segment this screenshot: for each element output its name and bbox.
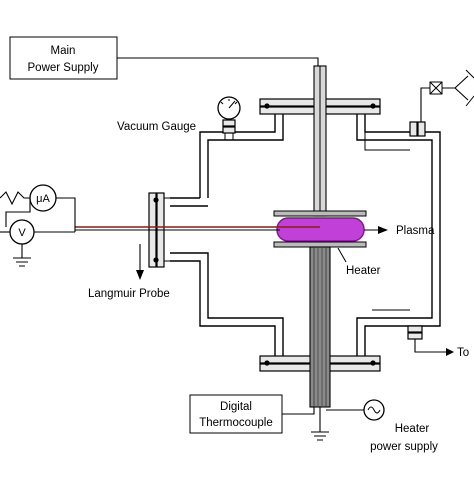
heater-power-label-line2: power supply [370,441,438,453]
center-electrode [273,65,367,217]
pump-arrow-icon [446,348,454,356]
chamber-outer-wall-top-right [364,112,441,198]
plasma-region [276,217,365,242]
digital-thermocouple-box: Digital Thermocouple [189,394,315,434]
vacuum-gauge: Vacuum Gauge [117,96,241,140]
digital-thermocouple-label-line1: Digital [220,401,252,413]
heater-annotation: Heater [337,247,381,277]
langmuir-probe-annotation: Langmuir Probe [88,244,170,300]
plasma-annotation: Plasma [364,225,435,237]
upper-right-fitting-b [417,121,426,137]
chamber-inner-wall-top-left [207,112,284,198]
gas-inlet-outline [465,69,474,107]
to-pump-label: To [457,347,469,359]
main-power-wire [117,57,319,68]
plasma-label: Plasma [396,225,435,237]
vacuum-gauge-fitting-bottom [222,126,236,134]
circuit-ground-symbol [13,257,31,267]
circuit-resistor-icon [0,191,30,206]
upper-right-fitting-a [409,121,418,137]
digital-thermocouple-label-line2: Thermocouple [199,417,273,429]
heater-ground-symbol [311,431,329,441]
vacuum-gauge-ticks [220,99,238,105]
upper-electrode-plate [273,210,367,217]
gas-inlet-pipe [420,87,430,122]
main-power-supply-label-line1: Main [51,45,76,57]
microammeter-to-probe-wire [56,197,76,227]
left-flange-bolt-top [153,197,159,203]
heater-assembly [273,241,367,441]
heater-pointer [337,247,347,263]
vacuum-chamber-walls [170,112,441,358]
left-flange-bolt-bottom [153,257,159,263]
top-flange-bolt-right [370,103,376,109]
chamber-outer-wall-bottom-left [170,260,276,358]
chamber-outer-wall-top-left [199,112,276,198]
vacuum-gauge-label: Vacuum Gauge [117,121,196,133]
main-power-supply-label-line2: Power Supply [28,62,99,74]
pump-port: To [407,325,469,359]
chamber-inner-wall-top-right [356,112,433,198]
bottom-flange-bolt-left [264,360,270,366]
chamber-inner-wall-bottom-left [170,252,284,358]
plasma-arrow-icon [378,226,388,234]
vacuum-gauge-stem [224,133,234,140]
chamber-inner-wall-bottom-right [356,198,433,358]
langmuir-probe [75,226,320,231]
ac-wave-icon [367,406,381,414]
probe-circuit: μA V [0,184,76,267]
left-flange-collar [164,197,172,262]
pump-port-fitting-b [407,332,423,340]
main-power-supply-box: Main Power Supply [9,36,118,80]
thermocouple-wire [282,407,315,415]
voltmeter-to-probe-wire [34,227,76,233]
heater-rod [309,246,331,408]
gas-inlet-branch [442,75,469,101]
gas-inlet-valve [409,69,474,137]
heater-label: Heater [346,265,381,277]
chamber-outer-wall-bottom-right [364,198,441,358]
heater-power-supply: Heater power supply [326,399,438,453]
plasma-glow [276,217,365,242]
voltmeter-label: V [18,227,26,239]
vacuum-gauge-fitting-top [222,119,236,127]
langmuir-probe-arrow-icon [136,270,144,280]
pump-line [414,339,452,353]
circuit-left-branch [5,198,31,227]
top-flange-bolt-left [264,103,270,109]
heater-plate [273,241,367,248]
vacuum-gauge-needle [228,100,236,109]
gas-valve-cross [429,81,443,95]
bottom-flange-bolt-right [370,360,376,366]
heater-power-label-line1: Heater [395,423,430,435]
right-upper-port-wall [364,132,410,151]
microammeter-label: μA [36,193,50,205]
langmuir-probe-label: Langmuir Probe [88,288,170,300]
pump-port-fitting-a [407,325,423,333]
